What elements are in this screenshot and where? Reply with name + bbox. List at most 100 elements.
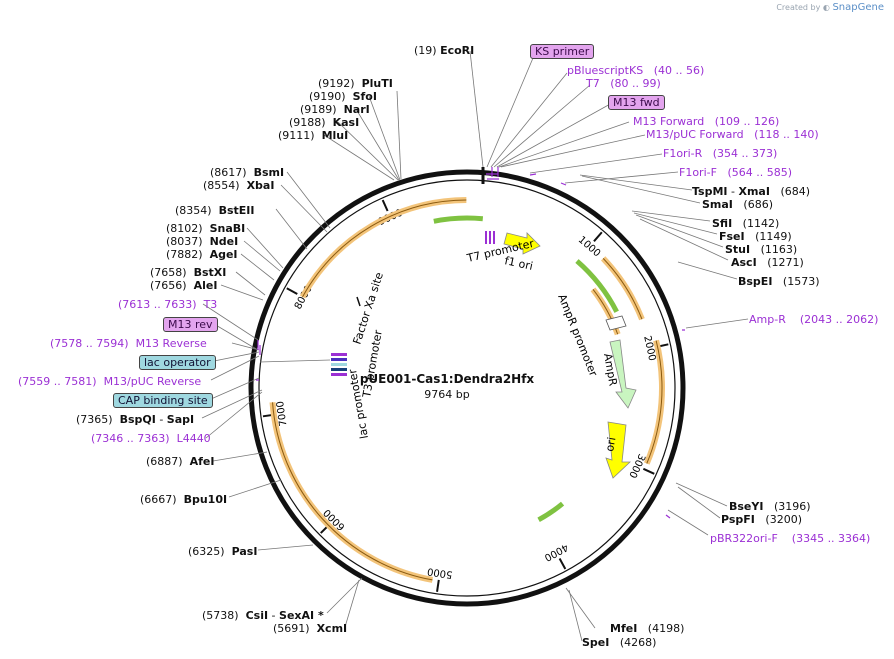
site-xcmi: (5691) XcmI [273,622,348,635]
leader-line [568,589,583,642]
plasmid-name: pUE001-Cas1:Dendra2Hfx [359,372,535,386]
leader-line [220,284,264,301]
ruler-tick [593,231,603,242]
credit-prefix: Created by [776,3,821,12]
leader-line [213,323,259,351]
leader-line [202,303,259,341]
leader-line [675,482,728,507]
f1-ori-label: f1 ori [503,254,534,273]
site-bsmi: (8617) BsmI [210,166,285,179]
lac-cluster-mark [331,353,347,376]
leader-line [231,342,260,351]
backbone-inner [258,179,676,597]
leader-line [235,271,266,296]
site-pasi: (6325) PasI [188,545,258,558]
leader-line [368,95,401,181]
leader-line [677,486,721,519]
site-afei: (6887) AfeI [146,455,215,468]
primer-m13puc-forward: M13/pUC Forward (118 .. 140) [646,128,819,141]
site-sfoi: (9190) SfoI [309,90,377,103]
site-bstxi: (7658) BstXI [150,266,227,279]
leader-line [210,355,260,381]
leader-line [633,212,718,235]
leader-line [581,175,701,204]
site-kasi: (9188) KasI [289,116,360,129]
backbone-outer [248,169,686,607]
primer-l4440: (7346 .. 7363) L4440 [91,432,211,445]
primer-t7: T7 (80 .. 99) [586,77,661,90]
leader-line [355,108,400,181]
site-agei: (7882) AgeI [166,248,238,261]
site-snabi: (8102) SnaBI [166,222,246,235]
leader-line [275,208,308,250]
site-fsei: FseI (1149) [719,230,792,243]
ampr-arrow [605,315,637,409]
primer-m13-reverse: (7578 .. 7594) M13 Reverse [50,337,207,350]
m13-fwd-box: M13 fwd [608,95,665,110]
leader-line [280,184,328,233]
m13-rev-box: M13 rev [163,317,218,332]
lac-operator-box: lac operator [139,355,216,370]
primer-amp-r: Amp-R (2043 .. 2062) [749,313,879,326]
leader-line [210,377,260,400]
leader-line [496,102,613,168]
site-bspqi-sapi: (7365) BspQI - SapI [76,413,195,426]
leader-line [344,579,360,628]
orf-arc-4-core [272,402,433,581]
ruler-tick [558,557,567,570]
ampr-promoter-label: AmpR promoter [555,292,600,378]
snapgene-credit: Created by ◐ SnapGene [776,2,884,13]
credit-brand: SnapGene [832,2,884,13]
primer-m13-forward: M13 Forward (109 .. 126) [633,115,780,128]
leader-line [257,544,314,551]
primer-m13puc-reverse: (7559 .. 7581) M13/pUC Reverse [18,375,202,388]
site-spei: SpeI (4268) [582,636,657,649]
ruler-tick [642,467,655,475]
site-mlui: (9111) MluI [278,129,349,142]
site-xbai: (8554) XbaI [203,179,275,192]
orf-arc-1-core [302,199,467,298]
leader-line [246,227,284,269]
primer-pbluescriptks: pBluescriptKS (40 .. 56) [567,64,705,77]
leader-line [667,509,709,536]
leader-line [635,214,724,248]
ruler-label: 3000 [626,452,647,480]
ruler-tick [286,287,298,295]
leader-line [500,134,646,168]
primer-f1ori-r: F1ori-R (354 .. 373) [663,147,778,160]
leader-line [498,121,630,168]
site-smai: SmaI (686) [702,198,773,211]
orf-arc-3-core [646,340,663,464]
site-stui: StuI (1163) [725,243,798,256]
ruler-label: 5000 [426,565,453,580]
leader-line [286,171,331,229]
ampr-label: AmpR [601,352,620,387]
ruler-label: 4000 [542,541,570,563]
orf-arc-2-core [602,258,643,320]
leader-line [677,261,738,280]
t7-promoter-mark [485,231,495,244]
promoter-arc-1 [433,215,484,224]
site-pluti: (9192) PluTI [318,77,393,90]
leader-line [337,121,399,181]
leader-line [326,577,363,614]
primer-f1ori-f: F1ori-F (564 .. 585) [679,166,792,179]
site-nari: (9189) NarI [300,103,370,116]
ks-primer-box: KS primer [530,44,595,59]
site-mfei: MfeI (4198) [610,622,685,635]
leader-line [205,391,263,439]
leader-line [579,174,693,191]
leader-line [490,72,568,168]
ori-label: ori [603,436,618,452]
site-ndei: (8037) NdeI [166,235,239,248]
site-pspfi: PspFI (3200) [721,513,802,526]
site-csii-sexai: (5738) CsiI - SexAI * [202,609,324,622]
leader-line [564,171,679,184]
leader-line [213,351,260,362]
leader-line [486,57,534,168]
ruler-tick [436,579,440,592]
site-bspei: BspEI (1573) [738,275,820,288]
leader-line [685,318,749,329]
cap-binding-site-box: CAP binding site [113,393,213,408]
